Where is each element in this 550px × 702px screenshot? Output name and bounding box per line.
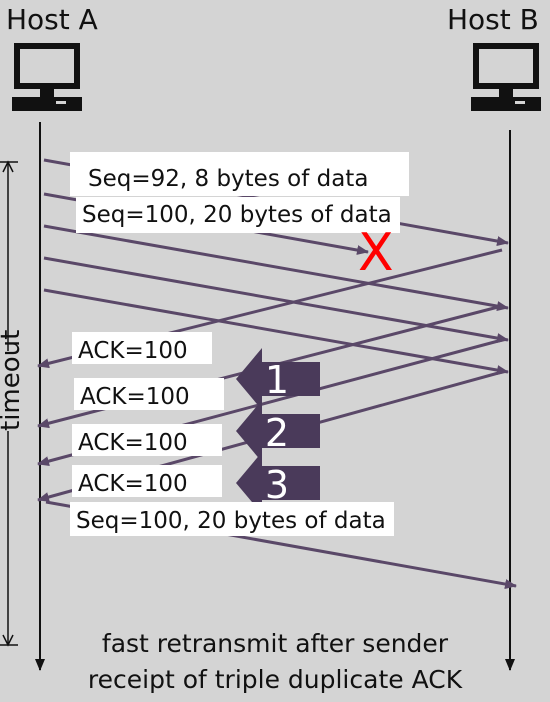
caption-line-1: fast retransmit after sender [101, 629, 449, 658]
duplicate-marker-2-number: 2 [264, 411, 290, 455]
duplicate-marker-3-number: 3 [264, 463, 290, 507]
duplicate-marker-2-shape [236, 400, 320, 462]
seq92-label: Seq=92, 8 bytes of data [70, 152, 409, 196]
duplicate-marker-1-shape [236, 348, 320, 410]
ack-4-label: ACK=100 [72, 465, 222, 497]
host-b-label: Host B [447, 3, 539, 36]
loss-x-marker: X [358, 223, 394, 283]
ack-2-label: ACK=100 [74, 378, 224, 410]
ack-1-label: ACK=100 [72, 332, 212, 364]
retransmit-label: Seq=100, 20 bytes of data [70, 502, 394, 536]
timeout-label: timeout [0, 330, 26, 431]
caption-line-2: receipt of triple duplicate ACK [87, 665, 463, 694]
host-a-computer-icon [12, 43, 82, 111]
host-b-computer-icon [471, 43, 541, 111]
duplicate-marker-1-number: 1 [264, 358, 290, 402]
seq100-label: Seq=100, 20 bytes of data [76, 197, 400, 233]
diagram-caption: fast retransmit after sender receipt of … [0, 626, 550, 698]
duplicate-marker-3-shape [236, 452, 320, 514]
ack-3-label: ACK=100 [72, 424, 222, 456]
segment-3-arrow [43, 224, 509, 312]
segment-4-arrow [43, 256, 509, 344]
host-a-label: Host A [6, 3, 98, 36]
